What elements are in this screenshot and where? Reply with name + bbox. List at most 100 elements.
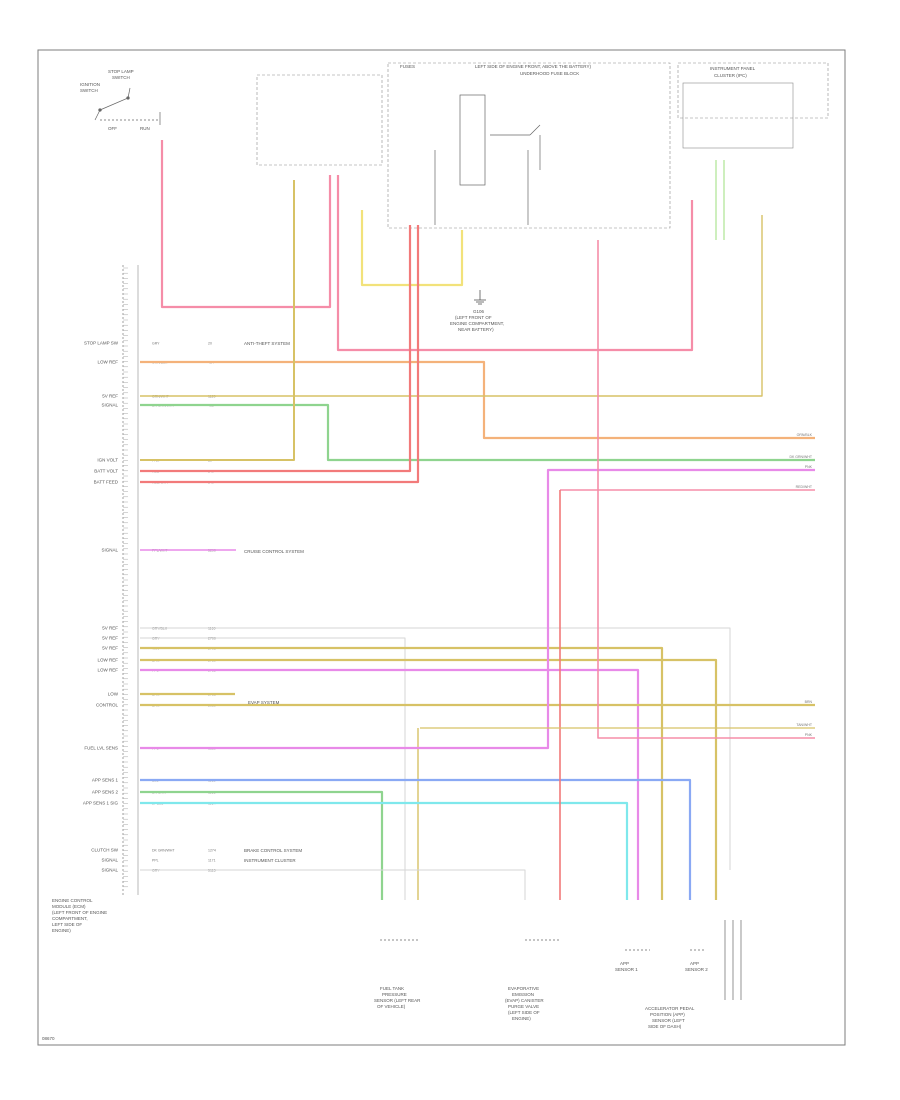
note-stop: ANTI-THEFT SYSTEM bbox=[244, 341, 290, 346]
accel-4: SIDE OF DASH) bbox=[648, 1024, 682, 1029]
ecm-pin-name: APP SENS 1 bbox=[92, 778, 119, 783]
ecm-pin-name: IGN VOLT bbox=[97, 458, 118, 463]
top-center-3: FUSES bbox=[400, 64, 415, 69]
wire-trace bbox=[140, 778, 692, 900]
text-blocks: 08670 ENGINE CONTROL MODULE (ECM) (LEFT … bbox=[42, 64, 756, 1041]
ecm-pin-name: LOW REF bbox=[97, 360, 118, 365]
ignition-3: OFF bbox=[108, 126, 117, 131]
ecm-pin-name: APP SENS 2 bbox=[92, 790, 119, 795]
wire-trace bbox=[140, 360, 815, 440]
evap-2: EMISSION bbox=[512, 992, 534, 997]
accel-2: POSITION (APP) bbox=[650, 1012, 685, 1017]
ecm-pin-number: 20 bbox=[208, 342, 212, 346]
top-center-2: UNDERHOOD FUSE BLOCK bbox=[520, 71, 579, 76]
ipc-label-1: INSTRUMENT PANEL bbox=[710, 66, 756, 71]
fuse-block-box bbox=[387, 62, 671, 229]
ecm-title-6: ENGINE) bbox=[52, 928, 71, 933]
page-code: 08670 bbox=[42, 1036, 55, 1041]
fuel-pump-1: FUEL TANK bbox=[380, 986, 404, 991]
sensor-a-2: SENSOR 1 bbox=[615, 967, 638, 972]
ecm-pin-name: 5V REF bbox=[102, 626, 118, 631]
stop-lamp-2: SWITCH bbox=[112, 75, 130, 80]
ecm-pin-name: SIGNAL bbox=[101, 868, 118, 873]
wire-trace bbox=[140, 215, 763, 397]
note-brake: BRAKE CONTROL SYSTEM bbox=[244, 848, 302, 853]
ground-4: NEAR BATTERY) bbox=[458, 327, 494, 332]
ignition-switch-symbol bbox=[94, 87, 161, 125]
ecm-top-box bbox=[256, 74, 383, 166]
wire-trace bbox=[140, 790, 384, 900]
ecm-pin-number: 1171 bbox=[208, 859, 216, 863]
wire-trace bbox=[140, 668, 640, 900]
ipc-inner-box bbox=[682, 82, 794, 149]
right-wire-tag: PNK bbox=[805, 733, 813, 737]
ecm-pin-name: FUEL LVL SENS bbox=[84, 746, 118, 751]
right-wire-tag: BRN bbox=[805, 700, 813, 704]
wire-trace bbox=[360, 210, 464, 287]
ipc-label-2: CLUSTER (IPC) bbox=[714, 73, 747, 78]
note-cluster: INSTRUMENT CLUSTER bbox=[244, 858, 296, 863]
ignition-4: RUN bbox=[140, 126, 150, 131]
ecm-pin-name: 5V REF bbox=[102, 394, 118, 399]
note-evap: EVAP SYSTEM bbox=[248, 700, 280, 705]
ecm-pin-number: 1274 bbox=[208, 849, 216, 853]
evap-1: EVAPORATIVE bbox=[508, 986, 539, 991]
ecm-pin-name: STOP LAMP SW bbox=[84, 341, 119, 346]
ecm-pin-name: SIGNAL bbox=[101, 403, 118, 408]
wire-trace bbox=[140, 637, 406, 900]
ground-1: G106 bbox=[473, 309, 485, 314]
ecm-pin-name: SIGNAL bbox=[101, 548, 118, 553]
wire-traces bbox=[140, 140, 815, 900]
accel-1: ACCELERATOR PEDAL bbox=[645, 1006, 695, 1011]
ground-symbol bbox=[474, 290, 486, 305]
fuel-pump-3: SENSOR (LEFT REAR bbox=[374, 998, 421, 1003]
ecm-pin-wire: DK GRN/WHT bbox=[152, 849, 175, 853]
ecm-pin-name: LOW REF bbox=[97, 668, 118, 673]
ecm-title-1: ENGINE CONTROL bbox=[52, 898, 93, 903]
top-center-1: LEFT SIDE OF ENGINE FRONT, ABOVE THE BAT… bbox=[475, 64, 591, 69]
ecm-connector-strip bbox=[122, 265, 139, 895]
ecm-title-2: MODULE (ECM) bbox=[52, 904, 86, 909]
ecm-pin-name: CLUTCH SW bbox=[91, 848, 119, 853]
wire-trace bbox=[140, 627, 731, 870]
right-wire-tag: PNK bbox=[805, 465, 813, 469]
sensor-a-1: APP bbox=[620, 961, 629, 966]
bottom-components bbox=[380, 920, 742, 1000]
ecm-pin-wire: PPL bbox=[152, 859, 159, 863]
ecm-pin-name: 5V REF bbox=[102, 646, 118, 651]
evap-5: (LEFT SIDE OF bbox=[508, 1010, 540, 1015]
wire-trace bbox=[140, 801, 629, 900]
ecm-pin-name: 5V REF bbox=[102, 636, 118, 641]
wire-trace bbox=[140, 225, 420, 484]
fuel-pump-4: OF VEHICLE) bbox=[377, 1004, 406, 1009]
ecm-pin-name: LOW bbox=[108, 692, 119, 697]
sensor-b-2: SENSOR 2 bbox=[685, 967, 708, 972]
ecm-pin-name: BATT FEED bbox=[94, 480, 119, 485]
ecm-pin-name: APP SENS 1 SIG bbox=[83, 801, 119, 806]
evap-6: ENGINE) bbox=[512, 1016, 531, 1021]
right-wire-tag: TAN/WHT bbox=[796, 723, 813, 727]
ecm-pin-name: LOW REF bbox=[97, 658, 118, 663]
wire-trace bbox=[140, 646, 664, 900]
ignition-1: IGNITION bbox=[80, 82, 100, 87]
note-cruise: CRUISE CONTROL SYSTEM bbox=[244, 549, 304, 554]
wire-trace bbox=[160, 140, 332, 309]
fuel-pump-2: PRESSURE bbox=[382, 992, 407, 997]
ecm-pin-name: CONTROL bbox=[96, 703, 118, 708]
wire-trace bbox=[140, 468, 815, 750]
ipc-box bbox=[677, 62, 829, 119]
wire-trace bbox=[140, 658, 718, 900]
ecm-pin-name: SIGNAL bbox=[101, 858, 118, 863]
ecm-title-4: COMPARTMENT, bbox=[52, 916, 88, 921]
diagram-frame bbox=[37, 49, 846, 1046]
wire-trace bbox=[140, 403, 815, 462]
stop-lamp-1: STOP LAMP bbox=[108, 69, 134, 74]
ignition-2: SWITCH bbox=[80, 88, 98, 93]
ground-2: (LEFT FRONT OF bbox=[455, 315, 492, 320]
sensor-b-1: APP bbox=[690, 961, 699, 966]
right-wire-tag: ORN/BLK bbox=[797, 433, 813, 437]
wire-trace bbox=[140, 225, 412, 473]
wire-trace bbox=[336, 175, 694, 352]
wire-trace bbox=[140, 180, 295, 461]
